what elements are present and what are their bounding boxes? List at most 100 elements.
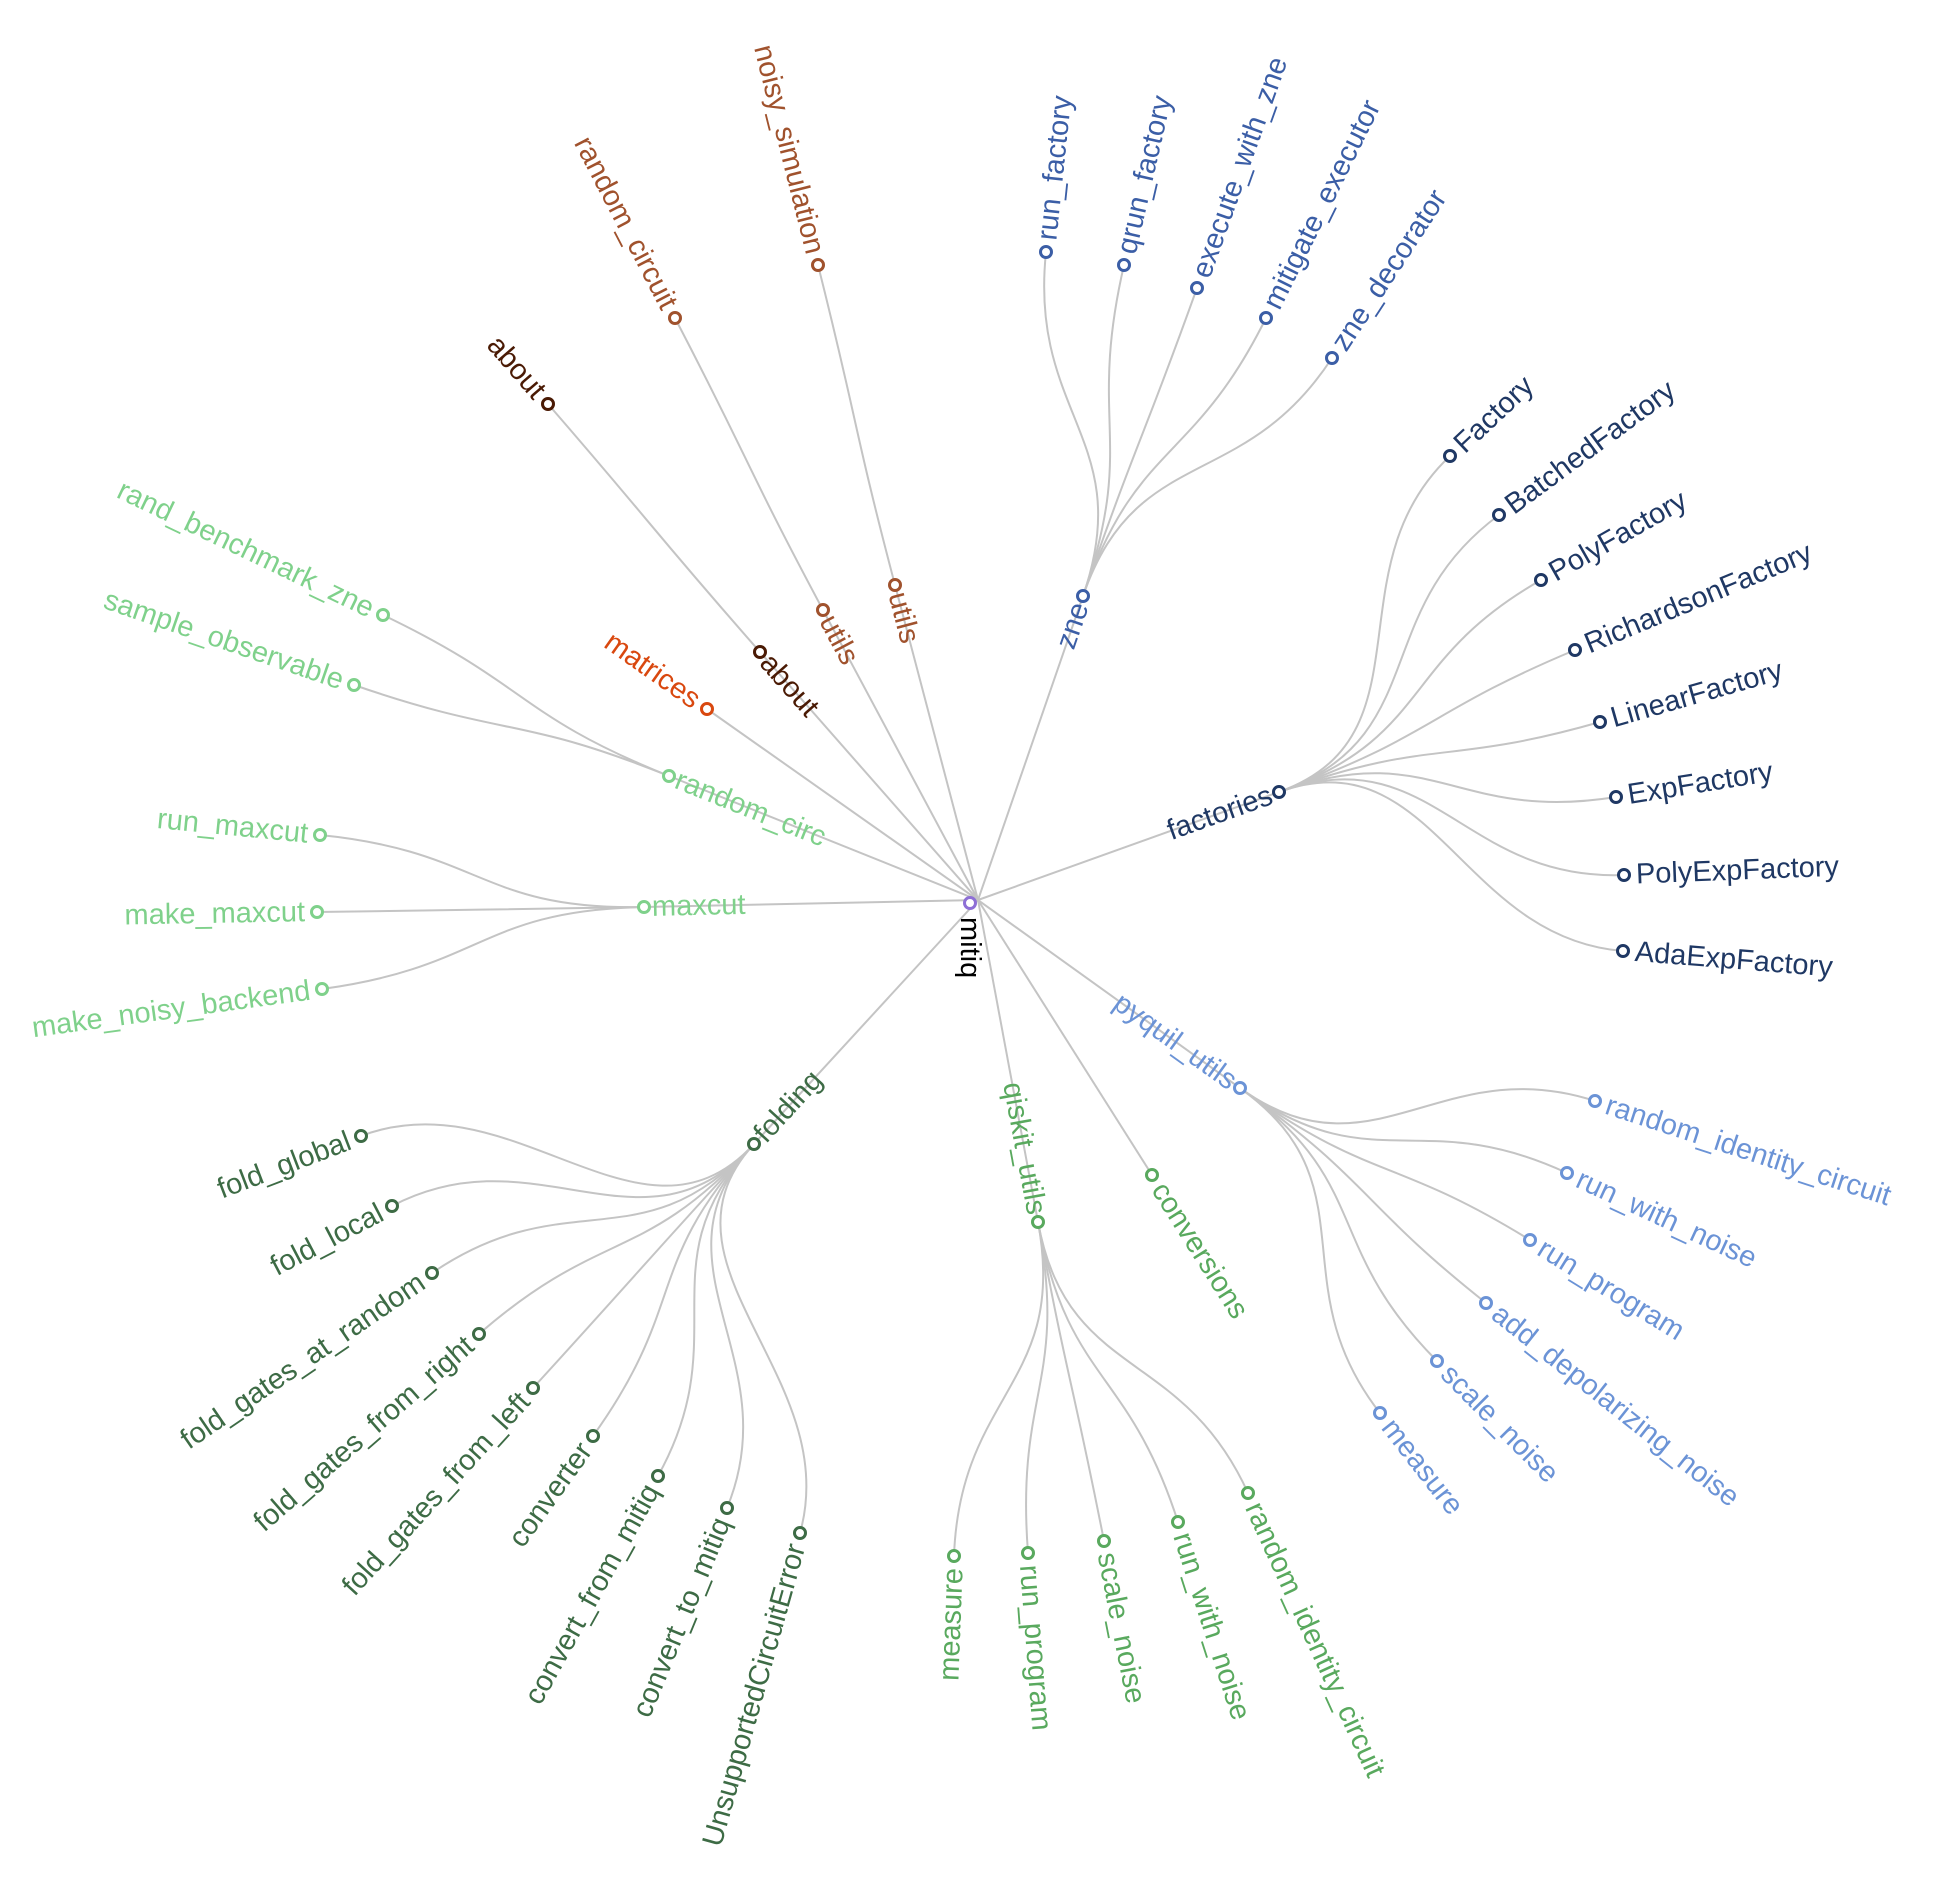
node-marker-random-identity-circuit[interactable]	[1588, 1094, 1602, 1108]
link-converter	[592, 1143, 755, 1437]
node-marker-noisy-simulation[interactable]	[811, 258, 825, 272]
link-fold-local	[391, 1143, 755, 1207]
node-label-fold-local: fold_local	[265, 1197, 388, 1282]
link-add-depolarizing-noise	[1239, 1087, 1487, 1304]
node-marker-run-program[interactable]	[1021, 1546, 1035, 1560]
node-marker-unsupportedcircuiterror[interactable]	[793, 1526, 807, 1540]
node-marker-about[interactable]	[753, 645, 767, 659]
link-pyquil-utils	[977, 899, 1241, 1089]
node-marker-about[interactable]	[541, 397, 555, 411]
node-label-conversions: conversions	[1145, 1177, 1255, 1325]
node-marker-factories[interactable]	[1272, 785, 1286, 799]
node-marker-add-depolarizing-noise[interactable]	[1479, 1296, 1493, 1310]
link-batchedfactory	[1278, 514, 1500, 793]
node-marker-sample-observable[interactable]	[347, 678, 361, 692]
link-zne	[977, 595, 1084, 901]
link-matrices	[706, 708, 979, 901]
node-marker-rand-benchmark-zne[interactable]	[376, 608, 390, 622]
link-measure	[953, 1221, 1045, 1557]
node-marker-polyfactory[interactable]	[1534, 573, 1548, 587]
node-marker-execute-with-zne[interactable]	[1190, 281, 1204, 295]
node-marker-batchedfactory[interactable]	[1492, 508, 1506, 522]
node-label-matrices: matrices	[598, 626, 706, 715]
node-marker-convert-from-mitiq[interactable]	[651, 1469, 665, 1483]
node-marker-fold-gates-from-right[interactable]	[472, 1327, 486, 1341]
link-execute-with-zne	[1082, 287, 1198, 597]
node-label-qrun-factory: qrun_factory	[1111, 92, 1178, 257]
link-run-program	[1239, 1087, 1531, 1241]
node-marker-run-factory[interactable]	[1039, 245, 1053, 259]
node-marker-expfactory[interactable]	[1609, 790, 1623, 804]
link-utils	[894, 584, 979, 901]
node-marker-qiskit-utils[interactable]	[1031, 1215, 1045, 1229]
node-marker-run-with-noise[interactable]	[1171, 1515, 1185, 1529]
link-run-factory	[1043, 251, 1100, 597]
node-marker-fold-global[interactable]	[354, 1129, 368, 1143]
link-run-with-noise	[1037, 1221, 1179, 1523]
link-richardsonfactory	[1278, 649, 1576, 793]
node-label-measure: measure	[933, 1567, 969, 1681]
node-marker-factory[interactable]	[1443, 449, 1457, 463]
node-label-run-program: run_program	[1532, 1233, 1690, 1347]
link-run-with-noise	[1239, 1087, 1568, 1174]
node-marker-maxcut[interactable]	[637, 900, 651, 914]
node-marker-matrices[interactable]	[700, 702, 714, 716]
node-marker-folding[interactable]	[747, 1137, 761, 1151]
link-qrun-factory	[1082, 264, 1125, 597]
node-marker-fold-local[interactable]	[385, 1199, 399, 1213]
node-marker-random-circuit[interactable]	[668, 311, 682, 325]
link-unsupportedcircuiterror	[719, 1143, 808, 1534]
node-marker-zne-decorator[interactable]	[1325, 351, 1339, 365]
link-factories	[977, 791, 1280, 901]
node-marker-conversions[interactable]	[1145, 1168, 1159, 1182]
link-conversions	[977, 899, 1153, 1176]
link-expfactory	[1278, 772, 1617, 804]
node-marker-qrun-factory[interactable]	[1117, 258, 1131, 272]
node-marker-utils[interactable]	[816, 603, 830, 617]
node-marker-measure[interactable]	[947, 1549, 961, 1563]
link-make-maxcut	[316, 906, 645, 913]
node-marker-pyquil-utils[interactable]	[1233, 1081, 1247, 1095]
link-fold-gates-from-right	[478, 1143, 755, 1335]
link-convert-to-mitiq	[710, 1143, 755, 1509]
node-marker-scale-noise[interactable]	[1430, 1354, 1444, 1368]
link-fold-gates-from-left	[532, 1143, 755, 1389]
node-marker-richardsonfactory[interactable]	[1568, 643, 1582, 657]
node-label-make-maxcut: make_maxcut	[124, 896, 305, 931]
node-label-linearfactory: LinearFactory	[1607, 654, 1787, 734]
node-marker-make-maxcut[interactable]	[310, 905, 324, 919]
node-label-add-depolarizing-noise: add_depolarizing_noise	[1485, 1298, 1745, 1513]
node-marker-converter[interactable]	[586, 1429, 600, 1443]
node-label-run-factory: run_factory	[1031, 94, 1078, 242]
node-label-scale-noise: scale_noise	[1434, 1358, 1565, 1489]
node-marker-linearfactory[interactable]	[1593, 715, 1607, 729]
node-marker-run-maxcut[interactable]	[313, 828, 327, 842]
node-marker-fold-gates-from-left[interactable]	[526, 1381, 540, 1395]
node-label-random-circ: random_circ	[670, 764, 830, 853]
node-marker-make-noisy-backend[interactable]	[315, 982, 329, 996]
link-polyfactory	[1278, 579, 1542, 793]
node-marker-convert-to-mitiq[interactable]	[720, 1501, 734, 1515]
link-factory	[1278, 455, 1451, 793]
node-label-zne: zne	[1050, 598, 1096, 653]
node-marker-adaexpfactory[interactable]	[1616, 944, 1630, 958]
node-marker-random-circ[interactable]	[662, 769, 676, 783]
node-marker-utils[interactable]	[888, 578, 902, 592]
node-label-mitiq: mitiq	[954, 917, 986, 978]
node-marker-fold-gates-at-random[interactable]	[425, 1266, 439, 1280]
node-label-utils: utils	[882, 589, 926, 647]
node-marker-random-identity-circuit[interactable]	[1241, 1486, 1255, 1500]
node-marker-measure[interactable]	[1373, 1406, 1387, 1420]
node-marker-run-program[interactable]	[1523, 1233, 1537, 1247]
node-label-noisy-simulation: noisy_simulation	[747, 42, 830, 258]
node-marker-mitigate-executor[interactable]	[1259, 311, 1273, 325]
node-marker-polyexpfactory[interactable]	[1617, 868, 1631, 882]
node-marker-run-with-noise[interactable]	[1560, 1166, 1574, 1180]
node-marker-scale-noise[interactable]	[1097, 1534, 1111, 1548]
node-marker-mitiq[interactable]	[963, 896, 977, 910]
link-fold-global	[360, 1123, 755, 1187]
node-label-random-circuit: random_circuit	[567, 131, 683, 314]
node-label-factories: factories	[1163, 780, 1277, 847]
node-marker-zne[interactable]	[1076, 589, 1090, 603]
link-random-identity-circuit	[1239, 1087, 1596, 1125]
